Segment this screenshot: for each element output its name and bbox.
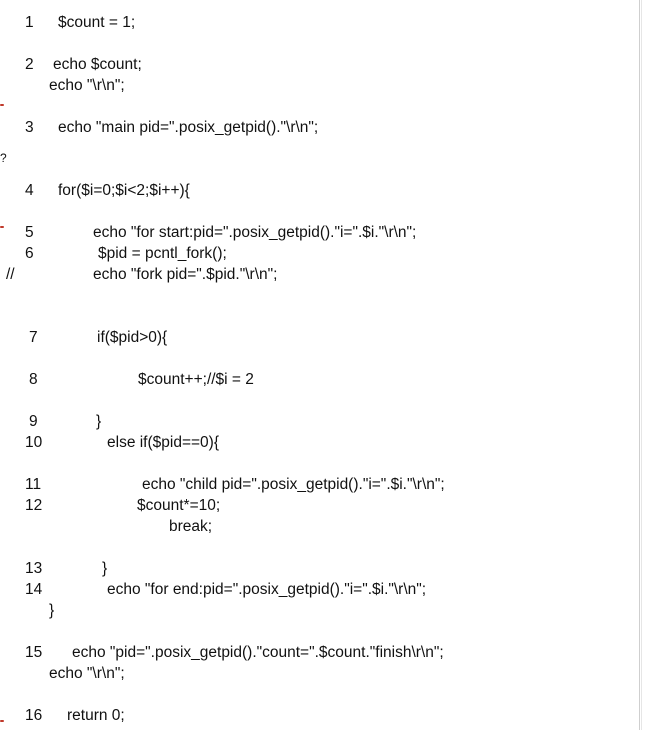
code-text: else if($pid==0){ xyxy=(107,434,220,451)
code-text: echo "\r\n"; xyxy=(49,77,125,94)
code-line-4: 4 for($i=0;$i<2;$i++){ xyxy=(0,181,190,201)
line-number: 6 xyxy=(25,245,34,262)
code-line-12: 12 $count*=10; xyxy=(0,496,220,516)
code-text: if($pid>0){ xyxy=(97,329,168,346)
line-number: 10 xyxy=(25,434,43,451)
code-line-1: 1 $count = 1; xyxy=(0,13,135,33)
code-line-9: 9 } xyxy=(0,412,101,432)
code-text: $count = 1; xyxy=(58,14,136,31)
edge-marker xyxy=(0,104,4,106)
code-line-15: 15 echo "pid=".posix_getpid()."count=".$… xyxy=(0,643,444,663)
right-border xyxy=(639,0,640,730)
code-text: ? xyxy=(0,151,7,165)
code-line-8: 8 $count++;//$i = 2 xyxy=(0,370,254,390)
code-text: for($i=0;$i<2;$i++){ xyxy=(58,182,190,199)
code-text: } xyxy=(49,602,55,619)
code-line-commented: // echo "fork pid=".$pid."\r\n"; xyxy=(0,265,277,285)
line-number: 1 xyxy=(25,14,34,31)
line-number: 14 xyxy=(25,581,43,598)
code-text: echo "child pid=".posix_getpid()."i=".$i… xyxy=(142,476,445,493)
code-text: echo "pid=".posix_getpid()."count=".$cou… xyxy=(72,644,444,661)
comment-marker: // xyxy=(6,266,15,283)
line-number: 13 xyxy=(25,560,43,577)
code-line-continuation: echo "\r\n"; xyxy=(0,76,125,96)
code-text: break; xyxy=(169,518,213,535)
code-line-2: 2 echo $count; xyxy=(0,55,142,75)
code-line-5: 5 echo "for start:pid=".posix_getpid()."… xyxy=(0,223,416,243)
edge-marker xyxy=(0,226,4,228)
line-number: 7 xyxy=(29,329,38,346)
code-text: echo "main pid=".posix_getpid()."\r\n"; xyxy=(58,119,319,136)
right-border-shadow xyxy=(641,0,642,730)
line-number: 16 xyxy=(25,707,43,724)
line-number: 11 xyxy=(25,476,42,493)
line-number: 9 xyxy=(29,413,38,430)
code-text: echo "for end:pid=".posix_getpid()."i=".… xyxy=(107,581,427,598)
line-number: 5 xyxy=(25,224,34,241)
line-number: 3 xyxy=(25,119,34,136)
code-text: $pid = pcntl_fork(); xyxy=(98,245,227,262)
code-line-11: 11 echo "child pid=".posix_getpid()."i="… xyxy=(0,475,445,495)
code-line-13: 13 } xyxy=(0,559,107,579)
code-text: echo "fork pid=".$pid."\r\n"; xyxy=(93,266,278,283)
line-number: 4 xyxy=(25,182,34,199)
code-line-16: 16 return 0; xyxy=(0,706,125,726)
code-line-3: 3 echo "main pid=".posix_getpid()."\r\n"… xyxy=(0,118,318,138)
code-line-continuation: echo "\r\n"; xyxy=(0,664,125,684)
code-text: echo $count; xyxy=(53,56,142,73)
code-text: echo "\r\n"; xyxy=(49,665,125,682)
line-number: 15 xyxy=(25,644,43,661)
edge-marker xyxy=(0,720,4,722)
line-number: 2 xyxy=(25,56,34,73)
line-number: 8 xyxy=(29,371,38,388)
code-line-14: 14 echo "for end:pid=".posix_getpid()."i… xyxy=(0,580,426,600)
code-line-7: 7 if($pid>0){ xyxy=(0,328,167,348)
code-text: return 0; xyxy=(67,707,125,724)
code-text: $count*=10; xyxy=(137,497,221,514)
code-line-fragment: ? xyxy=(0,148,17,168)
code-line-continuation: } xyxy=(0,601,54,621)
code-text: echo "for start:pid=".posix_getpid()."i=… xyxy=(93,224,417,241)
code-line-10: 10 else if($pid==0){ xyxy=(0,433,219,453)
code-text: } xyxy=(96,413,102,430)
code-text: } xyxy=(102,560,108,577)
line-number: 12 xyxy=(25,497,43,514)
code-line-6: 6 $pid = pcntl_fork(); xyxy=(0,244,227,264)
code-line-continuation: break; xyxy=(0,517,212,537)
code-text: $count++;//$i = 2 xyxy=(138,371,254,388)
